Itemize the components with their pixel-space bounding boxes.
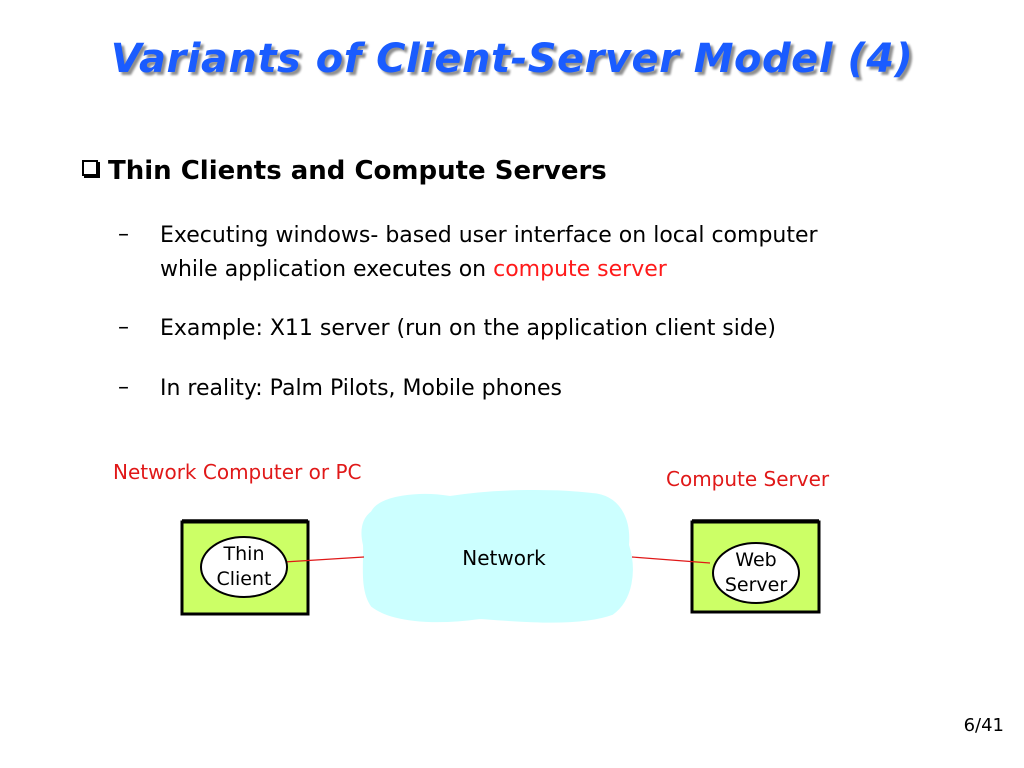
thin-client-node <box>200 536 288 598</box>
bullet-3: In reality: Palm Pilots, Mobile phones <box>160 376 562 401</box>
web-server-line-2: Server <box>724 574 788 596</box>
page-number: 6/41 <box>963 715 1004 736</box>
thin-client-line-2: Client <box>216 568 272 590</box>
bullet-2: Example: X11 server (run on the applicat… <box>160 316 776 341</box>
bullet-1-line-2-prefix: while application executes on <box>160 257 494 282</box>
bullet-1-line-2: while application executes on compute se… <box>160 253 960 287</box>
dash-bullet-3: – <box>118 375 129 400</box>
network-cloud <box>361 489 633 623</box>
bullet-1-line-1: Executing windows- based user interface … <box>160 223 818 248</box>
web-server-line-1: Web <box>735 549 777 571</box>
checkbox-bullet-icon <box>82 160 98 176</box>
section-heading: Thin Clients and Compute Servers <box>108 156 607 186</box>
client-link <box>283 556 365 563</box>
server-link <box>631 556 711 564</box>
network-computer-caption: Network Computer or PC <box>113 460 362 484</box>
network-label: Network <box>462 546 546 570</box>
slide-title: Variants of Client-Server Model (4) <box>110 36 914 82</box>
compute-server-highlight: compute server <box>493 257 667 282</box>
web-server-node <box>712 542 800 604</box>
web-server-label: Web Server <box>716 548 796 598</box>
compute-server-caption: Compute Server <box>666 467 830 491</box>
bullet-1: Executing windows- based user interface … <box>160 219 960 287</box>
dash-bullet-1: – <box>118 222 129 247</box>
thin-client-line-1: Thin <box>223 543 265 565</box>
dash-bullet-2: – <box>118 315 129 340</box>
thin-client-label: Thin Client <box>204 542 284 592</box>
